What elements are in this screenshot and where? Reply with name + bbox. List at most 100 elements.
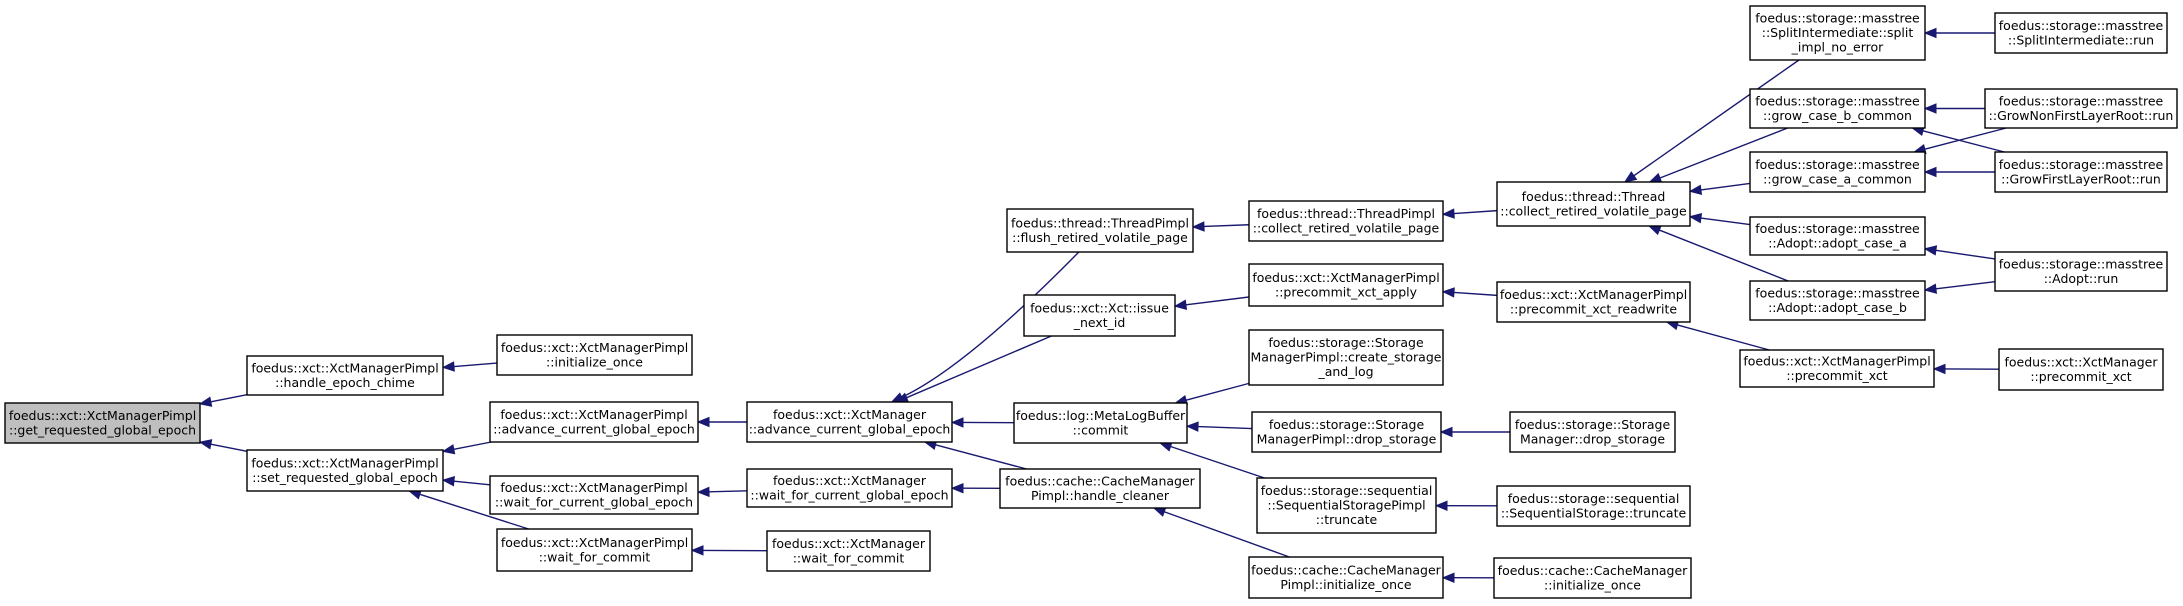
edge xyxy=(923,439,1027,470)
edge xyxy=(1648,127,1788,183)
edge-line xyxy=(453,362,498,368)
node-label-line: ::flush_retired_volatile_page xyxy=(1012,230,1188,245)
graph-node-xmp-px[interactable]: foedus::xct::XctManagerPimpl::precommit_… xyxy=(1739,349,1935,388)
graph-node-adopt-a[interactable]: foedus::storage::masstree::Adopt::adopt_… xyxy=(1749,216,1926,256)
arrowhead xyxy=(1191,221,1205,232)
node-box xyxy=(1251,411,1442,453)
arrowhead xyxy=(1647,225,1662,236)
node-box xyxy=(1496,281,1691,323)
graph-node-cm-handle[interactable]: foedus::cache::CacheManagerPimpl::handle… xyxy=(999,468,1201,509)
node-label-line: foedus::storage::masstree xyxy=(1755,11,1920,26)
node-label-line: ::wait_for_current_global_epoch xyxy=(750,487,948,502)
edge-line xyxy=(1197,425,1253,430)
edge-line xyxy=(1659,127,1788,179)
edge-line xyxy=(1935,249,1996,260)
graph-node-ss-trunc[interactable]: foedus::storage::sequential::SequentialS… xyxy=(1496,485,1691,527)
node-box xyxy=(1248,263,1444,307)
graph-node-xmp-init[interactable]: foedus::xct::XctManagerPimpl::initialize… xyxy=(496,334,693,376)
edge xyxy=(696,416,747,428)
graph-node-xm-wfc[interactable]: foedus::xct::XctManager::wait_for_commit xyxy=(766,530,931,572)
edge-line xyxy=(1453,291,1498,297)
node-box xyxy=(1994,251,2168,292)
graph-node-xct-issue[interactable]: foedus::xct::Xct::issue_next_id xyxy=(1023,294,1176,337)
node-label-line: foedus::storage::masstree xyxy=(1755,221,1920,236)
graph-node-root[interactable]: foedus::xct::XctManagerPimpl::get_reques… xyxy=(4,402,201,444)
edge-line xyxy=(453,480,491,486)
node-label-line: foedus::xct::XctManagerPimpl xyxy=(1252,270,1439,285)
edge xyxy=(1923,103,1985,114)
node-label-line: foedus::xct::XctManagerPimpl xyxy=(501,535,688,550)
node-box xyxy=(1248,200,1444,242)
node-label-line: ::GrowNonFirstLayerRoot::run xyxy=(1989,108,2174,123)
graph-node-xmp-pxr[interactable]: foedus::xct::XctManagerPimpl::precommit_… xyxy=(1496,281,1691,323)
edge xyxy=(1623,59,1800,183)
graph-node-smp-drop[interactable]: foedus::storage::StorageManagerPimpl::dr… xyxy=(1251,411,1442,453)
edge xyxy=(1439,426,1510,438)
graph-node-gnfl-run[interactable]: foedus::storage::masstree::GrowNonFirstL… xyxy=(1984,88,2178,129)
graph-node-adopt-b[interactable]: foedus::storage::masstree::Adopt::adopt_… xyxy=(1749,280,1926,321)
edge xyxy=(1688,182,1751,196)
node-box xyxy=(496,334,693,376)
graph-node-hec[interactable]: foedus::xct::XctManagerPimpl::handle_epo… xyxy=(246,355,444,396)
node-label-line: foedus::xct::XctManagerPimpl xyxy=(501,340,688,355)
node-label-line: foedus::cache::CacheManager xyxy=(1498,563,1688,578)
graph-node-xmp-pxa[interactable]: foedus::xct::XctManagerPimpl::precommit_… xyxy=(1248,263,1444,307)
graph-node-gfl-run[interactable]: foedus::storage::masstree::GrowFirstLaye… xyxy=(1994,151,2168,193)
node-label-line: foedus::cache::CacheManager xyxy=(1251,562,1441,577)
arrowhead xyxy=(198,439,213,450)
graph-node-cm-init[interactable]: foedus::cache::CacheManager::initialize_… xyxy=(1493,557,1692,599)
node-label-line: ::grow_case_a_common xyxy=(1763,171,1912,186)
graph-node-tp-collect[interactable]: foedus::thread::ThreadPimpl::collect_ret… xyxy=(1248,200,1444,242)
arrowhead xyxy=(1688,184,1703,196)
graph-node-xmp-wfc[interactable]: foedus::xct::XctManagerPimpl::wait_for_c… xyxy=(496,528,693,572)
edge-line xyxy=(1700,217,1751,226)
edge xyxy=(441,441,492,455)
graph-node-xmp-acge[interactable]: foedus::xct::XctManagerPimpl::advance_cu… xyxy=(489,401,699,443)
edge xyxy=(1185,421,1253,432)
node-box xyxy=(1248,556,1444,599)
graph-node-xm-acge[interactable]: foedus::xct::XctManager::advance_current… xyxy=(746,401,953,443)
graph-node-sm-drop[interactable]: foedus::storage::StorageManager::drop_st… xyxy=(1509,411,1676,453)
graph-node-mlb-commit[interactable]: foedus::log::MetaLogBuffer::commit xyxy=(1013,402,1188,444)
node-box xyxy=(1248,329,1444,386)
graph-node-xm-px[interactable]: foedus::xct::XctManager::precommit_xct xyxy=(1998,348,2164,391)
node-label-line: foedus::xct::Xct::issue xyxy=(1030,300,1169,315)
node-label-line: Pimpl::initialize_once xyxy=(1280,577,1412,592)
graph-node-cmp-init[interactable]: foedus::cache::CacheManagerPimpl::initia… xyxy=(1248,556,1444,599)
arrowhead xyxy=(198,396,213,407)
node-label-line: ::GrowFirstLayerRoot::run xyxy=(2001,171,2161,186)
arrowhead xyxy=(1688,212,1703,224)
edge-line xyxy=(1935,281,1996,290)
arrowhead xyxy=(441,476,455,487)
graph-node-si-split[interactable]: foedus::storage::masstree::SplitIntermed… xyxy=(1749,5,1926,61)
node-box xyxy=(1749,280,1926,321)
graph-node-xmp-wfcge[interactable]: foedus::xct::XctManagerPimpl::wait_for_c… xyxy=(489,475,699,515)
graph-node-srge[interactable]: foedus::xct::XctManagerPimpl::set_reques… xyxy=(246,449,444,492)
edge-line xyxy=(419,493,529,530)
node-label-line: foedus::storage::sequential xyxy=(1508,491,1680,506)
graph-node-gcb[interactable]: foedus::storage::masstree::grow_case_b_c… xyxy=(1749,88,1926,129)
node-label-line: foedus::xct::XctManagerPimpl xyxy=(9,408,196,423)
graph-node-smp-create[interactable]: foedus::storage::StorageManagerPimpl::cr… xyxy=(1248,329,1444,386)
graph-node-tp-flush[interactable]: foedus::thread::ThreadPimpl::flush_retir… xyxy=(1006,208,1194,253)
edge-line xyxy=(210,443,248,452)
graph-node-ssp-trunc[interactable]: foedus::storage::sequential::SequentialS… xyxy=(1256,477,1437,534)
node-box xyxy=(766,530,931,572)
node-label-line: ::advance_current_global_epoch xyxy=(749,421,951,436)
edge-line xyxy=(210,394,248,403)
node-label-line: foedus::storage::Storage xyxy=(1269,417,1425,432)
node-label-line: foedus::storage::masstree xyxy=(1999,157,2164,172)
graph-node-t-collect[interactable]: foedus::thread::Thread::collect_retired_… xyxy=(1496,181,1691,227)
graph-node-adopt-run[interactable]: foedus::storage::masstree::Adopt::run xyxy=(1994,251,2168,292)
edge xyxy=(895,335,1052,403)
node-label-line: foedus::cache::CacheManager xyxy=(1005,473,1195,488)
node-label-line: foedus::thread::ThreadPimpl xyxy=(1257,206,1435,221)
node-box xyxy=(1749,5,1926,61)
graph-node-si-run[interactable]: foedus::storage::masstree::SplitIntermed… xyxy=(1994,12,2168,54)
node-label-line: ::precommit_xct_readwrite xyxy=(1510,301,1677,316)
graph-node-xm-wfcge[interactable]: foedus::xct::XctManager::wait_for_curren… xyxy=(746,468,953,508)
arrowhead xyxy=(1923,245,1938,256)
graph-node-gca[interactable]: foedus::storage::masstree::grow_case_a_c… xyxy=(1749,151,1926,193)
edge-line xyxy=(906,335,1052,399)
node-box xyxy=(246,449,444,492)
